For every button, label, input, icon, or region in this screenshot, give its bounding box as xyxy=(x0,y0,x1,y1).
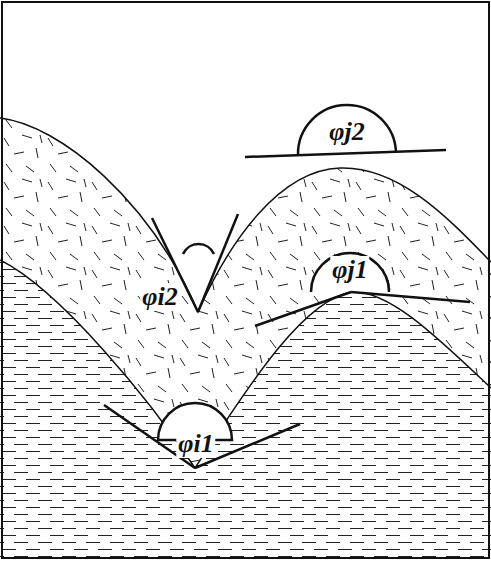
lower-boundary xyxy=(0,260,491,468)
angle-label: φi1 xyxy=(176,430,215,458)
angle-j1 xyxy=(255,253,470,326)
angle-label: φj2 xyxy=(327,118,366,146)
upper-layer xyxy=(0,118,491,561)
angle-j2 xyxy=(245,105,446,157)
upper-boundary xyxy=(0,118,491,312)
angle-label: φj1 xyxy=(330,256,369,284)
angle-label: φi2 xyxy=(140,283,179,311)
lower-layer xyxy=(0,260,491,561)
angle-i1 xyxy=(104,403,300,468)
